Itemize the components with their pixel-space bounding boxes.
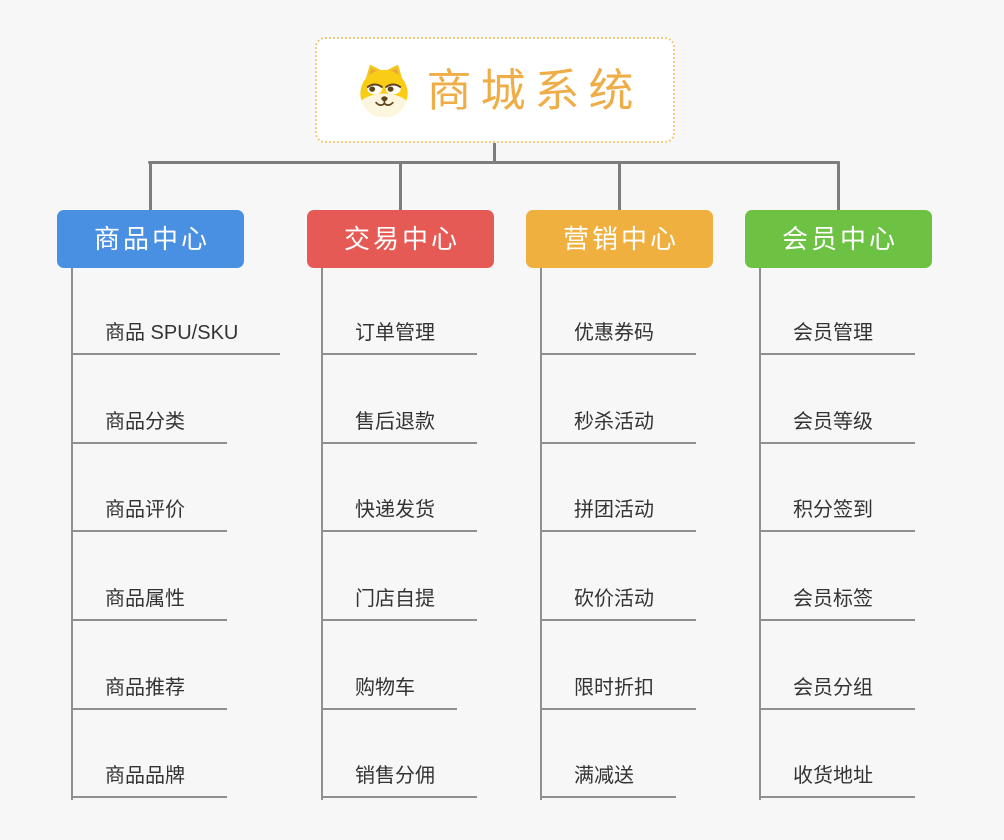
child-node[interactable]: 商品 SPU/SKU [71, 320, 281, 355]
branch-label: 商品中心 [93, 224, 210, 254]
branch-spine [759, 268, 761, 800]
child-node[interactable]: 会员分组 [759, 675, 915, 710]
child-node[interactable]: 快递发货 [321, 497, 477, 532]
child-node[interactable]: 售后退款 [321, 409, 477, 444]
branch-connector-stem [149, 161, 152, 211]
branch-node[interactable]: 营销中心 [526, 210, 713, 268]
root-connector-stem [493, 142, 496, 164]
child-node[interactable]: 优惠券码 [540, 320, 696, 355]
child-node[interactable]: 砍价活动 [540, 586, 696, 621]
branch-connector-stem [399, 161, 402, 211]
child-node[interactable]: 满减送 [540, 763, 676, 798]
branch-spine [71, 268, 73, 800]
branch-connector-bar [148, 161, 840, 164]
child-node[interactable]: 商品评价 [71, 497, 227, 532]
branch-spine [540, 268, 542, 800]
branch-connector-stem [618, 161, 621, 211]
branch-spine [321, 268, 323, 800]
child-node[interactable]: 会员标签 [759, 586, 915, 621]
child-node[interactable]: 销售分佣 [321, 763, 477, 798]
branch-label: 交易中心 [343, 224, 460, 254]
child-node[interactable]: 商品推荐 [71, 675, 227, 710]
dog-face-icon [360, 64, 409, 118]
child-node[interactable]: 商品属性 [71, 586, 227, 621]
child-node[interactable]: 订单管理 [321, 320, 477, 355]
branch-label: 会员中心 [781, 224, 898, 254]
branch-label: 营销中心 [562, 224, 679, 254]
child-node[interactable]: 购物车 [321, 675, 457, 710]
child-node[interactable]: 积分签到 [759, 497, 915, 532]
child-node[interactable]: 会员管理 [759, 320, 915, 355]
child-node[interactable]: 商品品牌 [71, 763, 227, 798]
child-node[interactable]: 商品分类 [71, 409, 227, 444]
child-node[interactable]: 收货地址 [759, 763, 915, 798]
child-node[interactable]: 会员等级 [759, 409, 915, 444]
root-node[interactable]: 商城系统 [315, 37, 675, 143]
child-node[interactable]: 门店自提 [321, 586, 477, 621]
branch-connector-stem [837, 161, 840, 211]
root-title: 商城系统 [426, 64, 643, 116]
branch-node[interactable]: 会员中心 [745, 210, 932, 268]
child-node[interactable]: 秒杀活动 [540, 409, 696, 444]
branch-node[interactable]: 交易中心 [307, 210, 494, 268]
branch-node[interactable]: 商品中心 [57, 210, 244, 268]
child-node[interactable]: 限时折扣 [540, 675, 696, 710]
child-node[interactable]: 拼团活动 [540, 497, 696, 532]
